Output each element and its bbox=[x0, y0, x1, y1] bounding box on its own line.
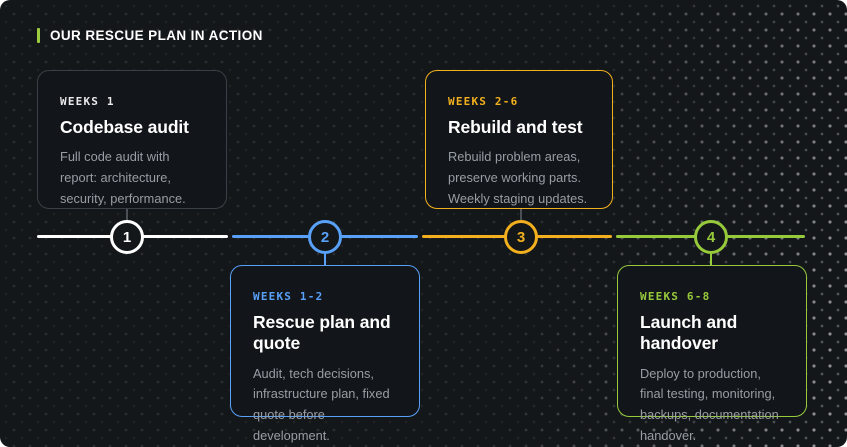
step-description: Full code audit with report: architectur… bbox=[60, 149, 186, 206]
timeline-node-2: 2 bbox=[308, 220, 342, 254]
node-number: 1 bbox=[122, 228, 132, 246]
step-card-launch-handover: WEEKS 6-8 Launch and handover Deploy to … bbox=[617, 265, 807, 443]
step-weeks-label: WEEKS 1-2 bbox=[253, 290, 324, 303]
step-title: Codebase audit bbox=[60, 117, 189, 137]
header-accent-bar bbox=[37, 28, 40, 43]
step-title: Rebuild and test bbox=[448, 117, 583, 137]
connector-step-3 bbox=[520, 208, 522, 221]
step-card-rescue-plan: WEEKS 1-2 Rescue plan and quote Audit, t… bbox=[230, 265, 420, 443]
step-card-codebase-audit: WEEKS 1 Codebase audit Full code audit w… bbox=[37, 70, 227, 209]
connector-step-2 bbox=[324, 253, 326, 266]
section-header: OUR RESCUE PLAN IN ACTION bbox=[37, 28, 263, 43]
step-title: Rescue plan and quote bbox=[253, 312, 391, 354]
timeline-node-4: 4 bbox=[694, 220, 728, 254]
node-number: 2 bbox=[320, 228, 330, 246]
step-card-rebuild-test: WEEKS 2-6 Rebuild and test Rebuild probl… bbox=[425, 70, 613, 209]
timeline-node-1: 1 bbox=[110, 220, 144, 254]
step-weeks-label: WEEKS 1 bbox=[60, 95, 115, 108]
timeline-node-3: 3 bbox=[504, 220, 538, 254]
page-title: OUR RESCUE PLAN IN ACTION bbox=[50, 28, 263, 43]
step-description: Rebuild problem areas, preserve working … bbox=[448, 149, 588, 206]
connector-step-1 bbox=[126, 208, 128, 221]
node-number: 3 bbox=[516, 228, 526, 246]
connector-step-4 bbox=[710, 253, 712, 266]
step-description: Deploy to production, final testing, mon… bbox=[640, 365, 779, 443]
step-title: Launch and handover bbox=[640, 312, 738, 354]
step-weeks-label: WEEKS 2-6 bbox=[448, 95, 519, 108]
step-description: Audit, tech decisions, infrastructure pl… bbox=[253, 365, 390, 443]
step-weeks-label: WEEKS 6-8 bbox=[640, 290, 711, 303]
node-number: 4 bbox=[706, 228, 716, 246]
